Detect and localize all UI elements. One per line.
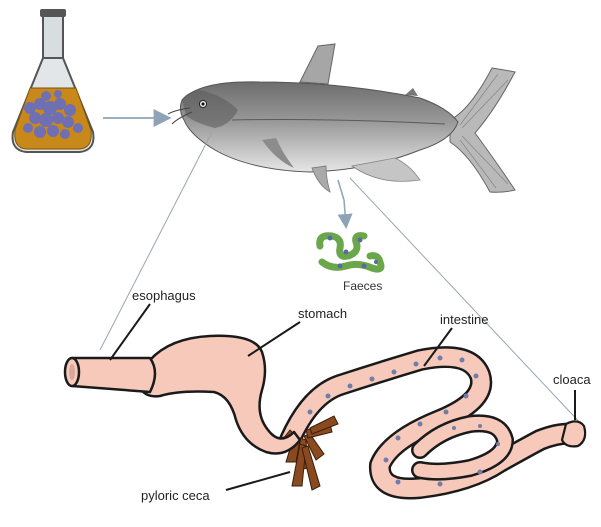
fish-to-faeces-arrow — [338, 180, 346, 226]
digestive-tract — [65, 336, 585, 490]
faeces-label: Faeces — [343, 279, 382, 293]
pyloric-ceca-label: pyloric ceca — [141, 488, 210, 503]
stomach — [140, 336, 300, 454]
stomach-label: stomach — [298, 306, 347, 321]
catfish — [168, 44, 515, 192]
tail-fin — [450, 68, 515, 192]
esophagus-leader — [110, 304, 150, 360]
faeces-icon — [320, 236, 381, 270]
cloaca — [562, 421, 585, 446]
esophagus-label: esophagus — [132, 288, 196, 303]
erlenmeyer-flask — [13, 9, 94, 152]
esophagus — [72, 358, 155, 392]
pyloric-ceca-leader — [226, 472, 290, 490]
flask-neck — [43, 16, 63, 61]
dorsal-fin — [300, 44, 335, 84]
stomach-leader — [248, 322, 300, 356]
adipose-fin — [405, 88, 418, 96]
cloaca-label: cloaca — [553, 372, 591, 387]
intestine-label: intestine — [440, 312, 488, 327]
fish-to-esophagus-line — [100, 132, 212, 350]
